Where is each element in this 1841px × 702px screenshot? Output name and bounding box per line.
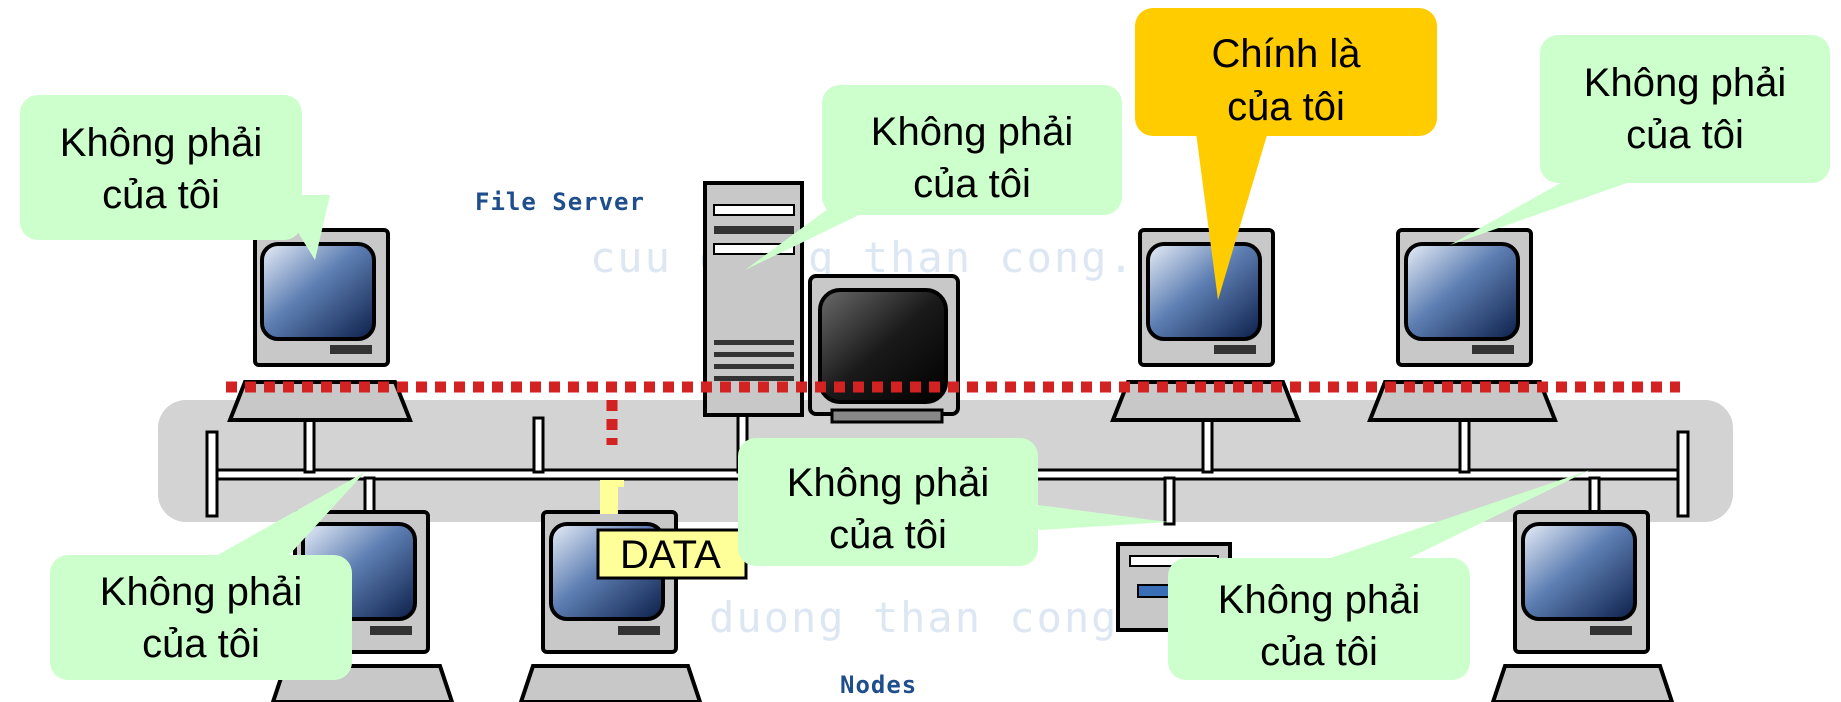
server-monitor [808,274,960,424]
callout-line1: Không phải [60,121,262,165]
data-packet-label: DATA [620,533,721,577]
nodes-label: Nodes [840,671,917,699]
callout-line2: của tôi [1260,630,1378,674]
callout-mine: Chính là của tôi [1135,8,1437,300]
data-packet: DATA [596,480,748,580]
callout-line1: Không phải [100,570,302,614]
callout-pc-top-left: Không phải của tôi [20,95,330,260]
callout-file-server: Không phải của tôi [745,85,1122,270]
callout-line2: của tôi [1227,85,1345,129]
callout-line2: của tôi [829,513,947,557]
callout-pc-top-right: Không phải của tôi [1450,35,1830,245]
callout-printer: Không phải của tôi [738,438,1168,566]
callout-line1: Chính là [1212,32,1362,76]
computer-top-right [1367,228,1558,422]
callout-line1: Không phải [1218,578,1420,622]
callout-line1: Không phải [871,110,1073,154]
file-server-label: File Server [475,188,645,216]
callout-line1: Không phải [787,461,989,505]
callout-line2: của tôi [1626,113,1744,157]
callout-line2: của tôi [102,173,220,217]
callout-pc-bottom-right: Không phải của tôi [1168,470,1590,680]
watermark-top: cuu duong than cong. com [590,233,1245,282]
computer-top-left [227,228,413,422]
file-server-tower [703,181,804,417]
computer-bottom-right [1490,510,1675,702]
callout-pc-bottom-left: Không phải của tôi [50,472,365,680]
callout-line2: của tôi [913,162,1031,206]
callout-line2: của tôi [142,622,260,666]
callout-line1: Không phải [1584,61,1786,105]
